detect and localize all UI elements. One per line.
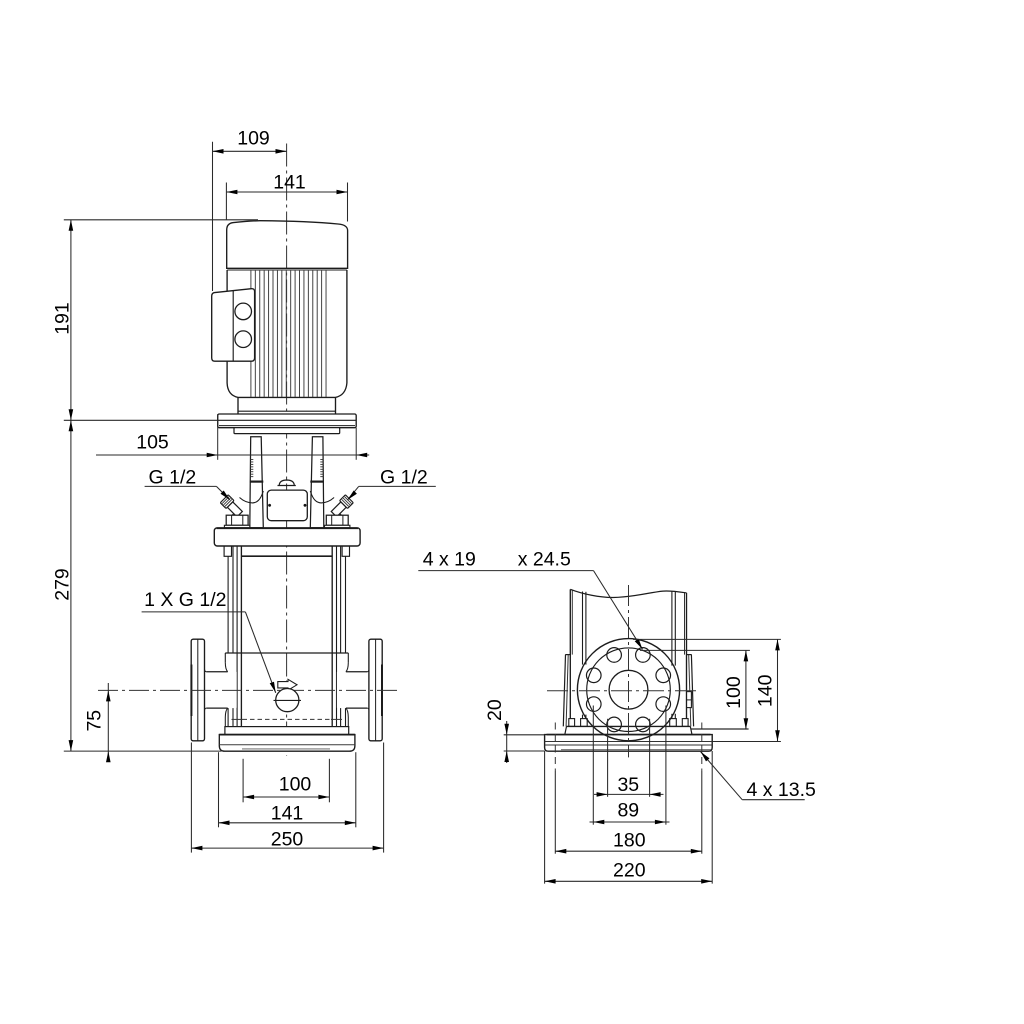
svg-text:x 24.5: x 24.5	[518, 549, 571, 571]
svg-text:220: 220	[613, 860, 646, 882]
svg-text:105: 105	[136, 432, 169, 454]
svg-text:100: 100	[723, 676, 745, 709]
svg-text:141: 141	[273, 172, 306, 194]
svg-text:20: 20	[484, 699, 506, 721]
svg-text:G 1/2: G 1/2	[149, 467, 197, 489]
svg-text:141: 141	[271, 802, 304, 824]
svg-text:180: 180	[613, 830, 646, 852]
svg-text:35: 35	[617, 774, 639, 796]
svg-text:140: 140	[755, 674, 777, 707]
svg-text:109: 109	[237, 127, 270, 149]
svg-text:89: 89	[617, 800, 639, 822]
svg-text:250: 250	[271, 828, 304, 850]
svg-text:G 1/2: G 1/2	[380, 467, 428, 489]
svg-text:100: 100	[279, 773, 312, 795]
svg-text:4 x 13.5: 4 x 13.5	[747, 779, 817, 801]
svg-text:75: 75	[84, 710, 106, 732]
svg-text:279: 279	[51, 568, 73, 601]
svg-text:191: 191	[51, 302, 73, 335]
svg-text:1 X G 1/2: 1 X G 1/2	[144, 589, 226, 611]
svg-text:4 x 19: 4 x 19	[423, 549, 476, 571]
